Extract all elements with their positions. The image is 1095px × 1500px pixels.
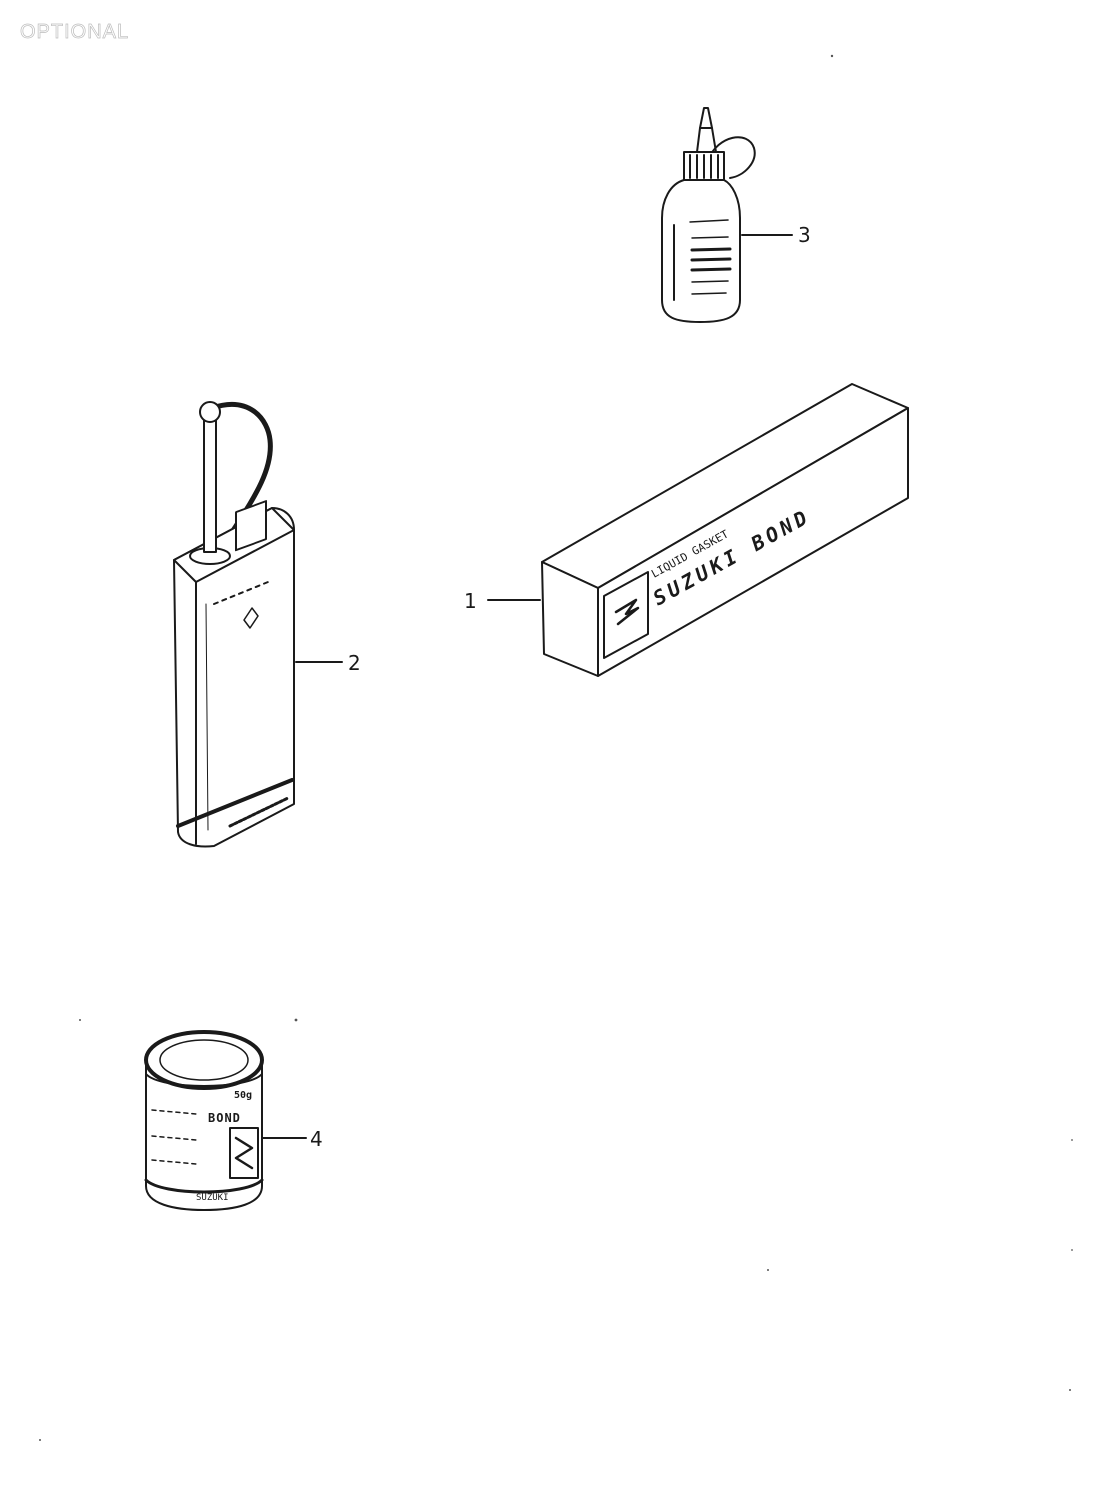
can-print-line-1: 50g — [234, 1090, 252, 1101]
callout-3: 3 — [798, 223, 811, 247]
can-print-line-2: BOND — [208, 1111, 241, 1125]
scan-specks — [39, 54, 1073, 1441]
page-header: OPTIONAL — [20, 21, 129, 43]
dispenser-bottle-icon — [661, 107, 756, 323]
liquid-gasket-box-icon — [541, 383, 909, 677]
callout-2: 2 — [348, 651, 361, 675]
callout-1: 1 — [464, 589, 477, 613]
suzuki-logo-icon — [603, 571, 649, 659]
can-print-line-3: SUZUKI — [196, 1193, 229, 1203]
callout-4: 4 — [310, 1127, 323, 1151]
oil-can-icon — [173, 401, 295, 848]
paint-can-icon — [144, 1030, 264, 1211]
